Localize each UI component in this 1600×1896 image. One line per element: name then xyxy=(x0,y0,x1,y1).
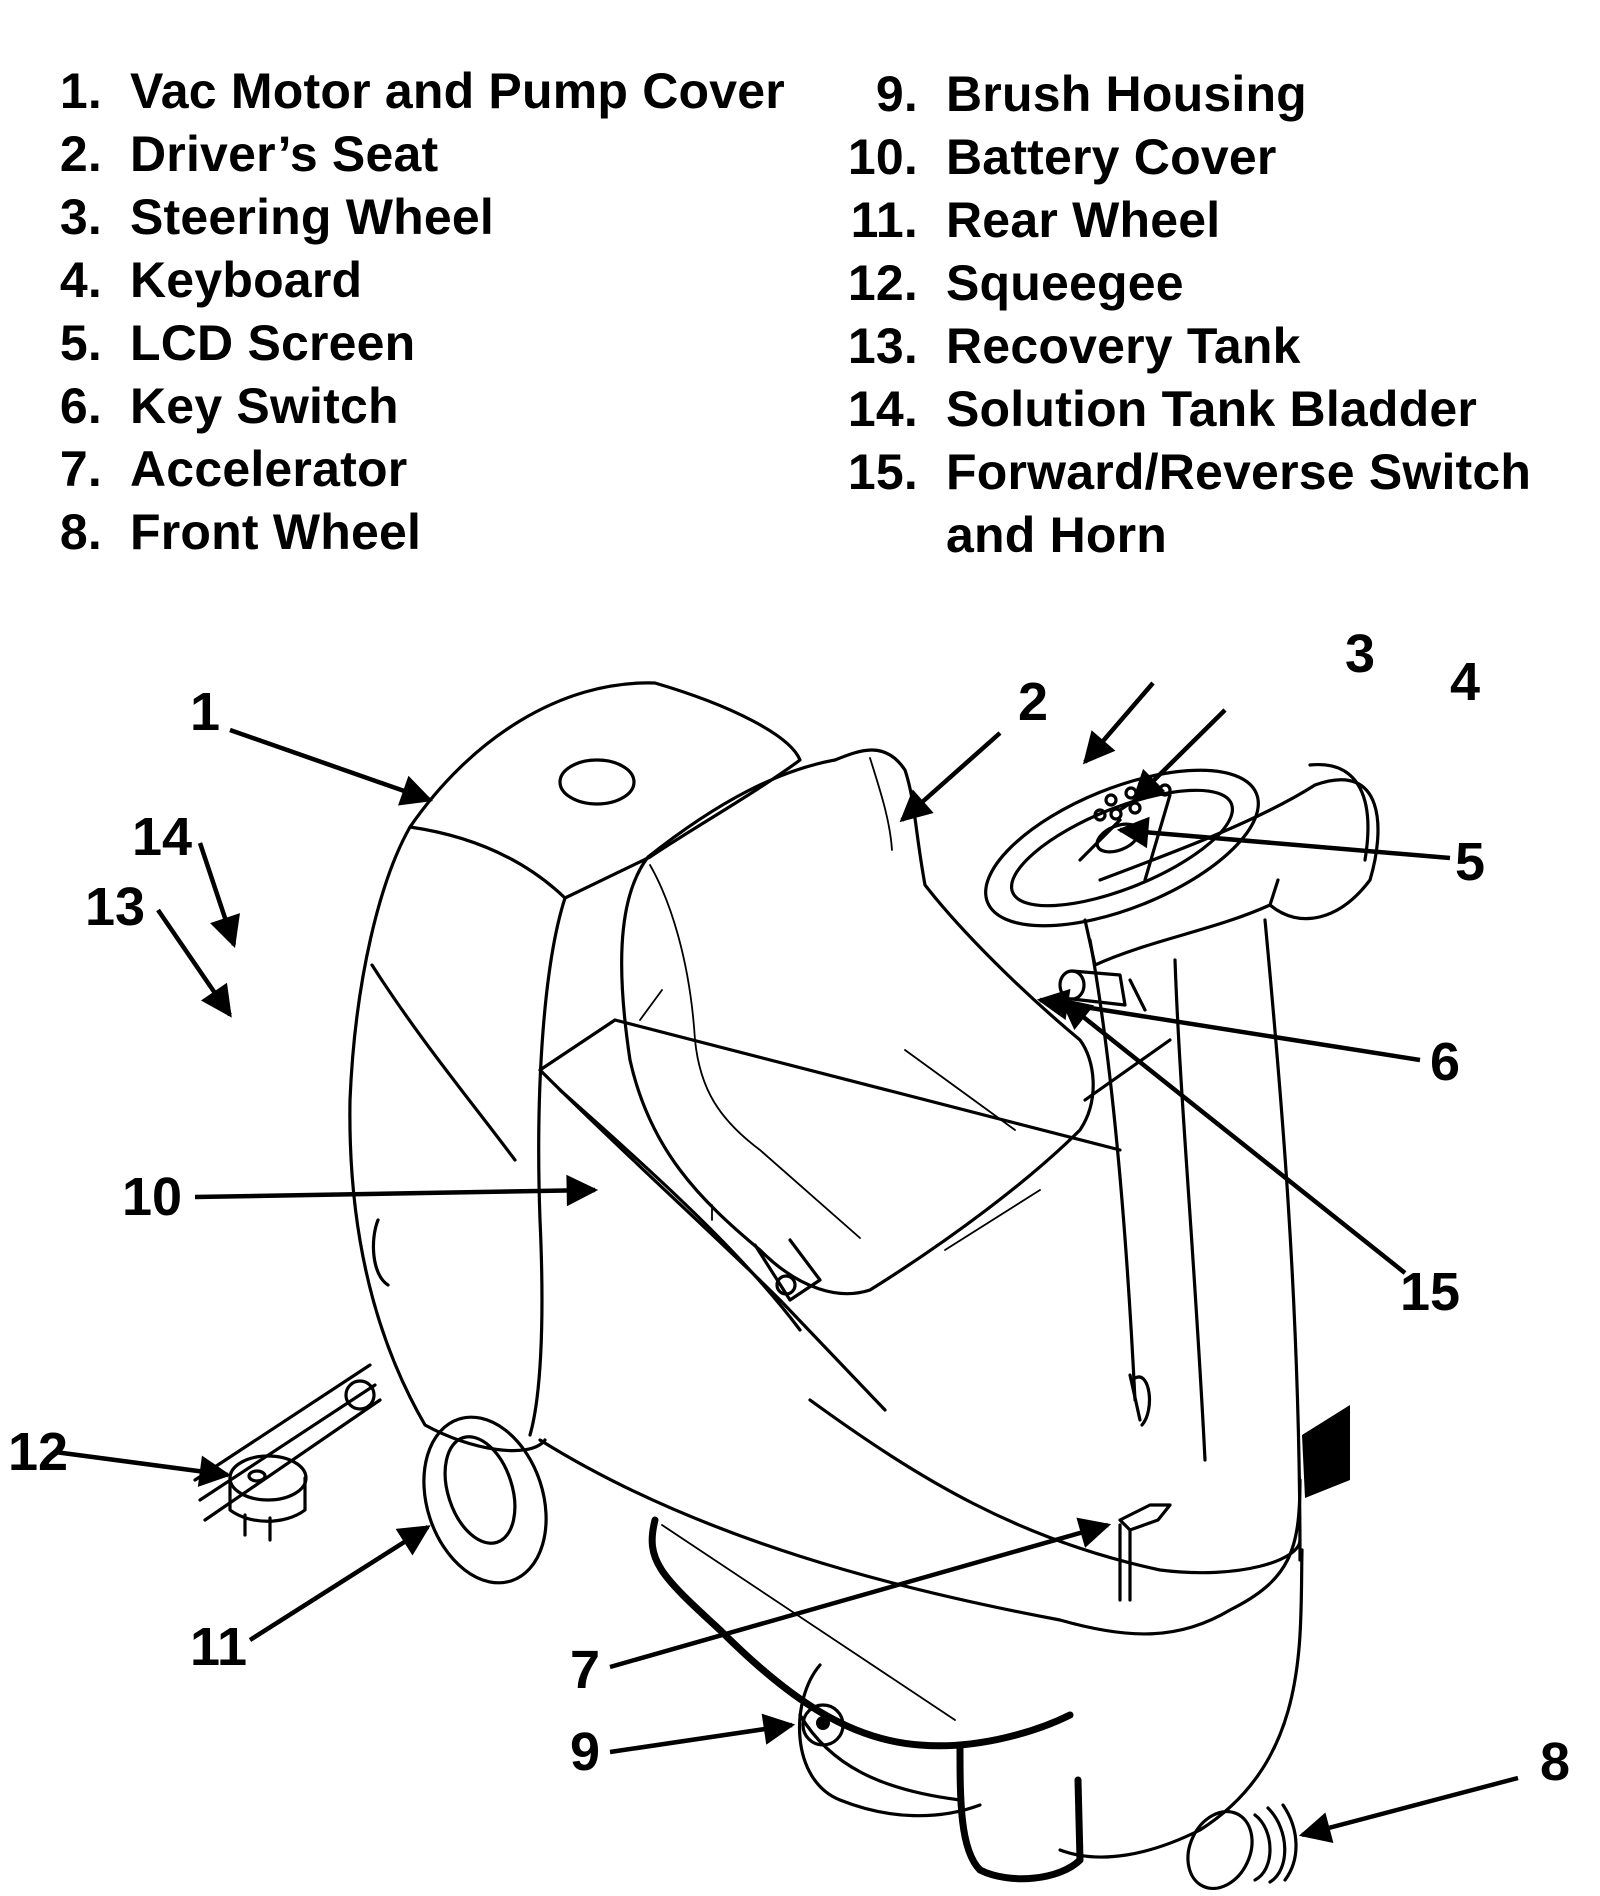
legend-label: Battery Cover xyxy=(946,129,1277,185)
legend-right-column: 9.Brush Housing 10.Battery Cover 11.Rear… xyxy=(838,63,1531,567)
brush-housing xyxy=(797,1663,982,1818)
legend-label: LCD Screen xyxy=(130,315,416,371)
legend-item: 8.Front Wheel xyxy=(56,501,785,564)
legend-item: 2.Driver’s Seat xyxy=(56,123,785,186)
callout-8: 8 xyxy=(1540,1732,1570,1792)
leader-7 xyxy=(609,1517,1112,1670)
front-housing xyxy=(538,1438,1302,1636)
leader-13 xyxy=(156,908,232,1018)
seat-deck xyxy=(538,1018,1172,1412)
legend-label: Forward/Reverse Switch xyxy=(946,444,1532,500)
recovery-tank xyxy=(348,825,547,1453)
leader-9 xyxy=(609,1713,796,1755)
callout-13: 13 xyxy=(85,877,145,937)
legend-item: 13.Recovery Tank xyxy=(838,315,1531,378)
callout-15: 15 xyxy=(1400,1262,1460,1322)
legend-item: 1.Vac Motor and Pump Cover xyxy=(56,60,785,123)
legend-label: Front Wheel xyxy=(130,504,422,560)
vac-motor-cover xyxy=(408,681,802,900)
legend-item: 6.Key Switch xyxy=(56,375,785,438)
legend-left-column: 1.Vac Motor and Pump Cover 2.Driver’s Se… xyxy=(56,60,785,564)
leader-1 xyxy=(229,727,433,806)
legend-item: 12.Squeegee xyxy=(838,252,1531,315)
leader-14 xyxy=(197,842,240,948)
legend-label: Keyboard xyxy=(130,252,363,308)
callout-9: 9 xyxy=(570,1722,600,1782)
callout-12: 12 xyxy=(8,1422,68,1482)
leader-6 xyxy=(1036,988,1421,1063)
legend-item: 10.Battery Cover xyxy=(838,126,1531,189)
leader-4 xyxy=(1131,708,1227,803)
leader-5 xyxy=(1116,816,1451,861)
callout-2: 2 xyxy=(1018,672,1048,732)
legend-item: 7.Accelerator xyxy=(56,438,785,501)
legend-label: Recovery Tank xyxy=(946,318,1301,374)
legend-item: 3.Steering Wheel xyxy=(56,186,785,249)
steering-column xyxy=(1088,918,1302,1562)
legend-label: Vac Motor and Pump Cover xyxy=(130,63,785,119)
legend-label: Key Switch xyxy=(130,378,399,434)
machine-body xyxy=(193,681,1380,1891)
callout-1: 1 xyxy=(190,682,220,742)
legend-item: 4.Keyboard xyxy=(56,249,785,312)
leader-10 xyxy=(194,1174,599,1207)
leader-3 xyxy=(1082,681,1155,765)
callout-6: 6 xyxy=(1430,1032,1460,1092)
legend-label: and Horn xyxy=(946,507,1168,563)
callout-14: 14 xyxy=(132,807,192,867)
leader-2 xyxy=(899,731,1002,823)
squeegee xyxy=(193,1363,382,1542)
rear-wheel xyxy=(422,1415,548,1585)
legend-item-continuation: and Horn xyxy=(838,504,1531,567)
callout-leaders xyxy=(54,681,1519,1843)
leader-11 xyxy=(248,1525,431,1642)
callout-numbers: 1 2 3 4 5 6 7 8 9 10 11 12 13 14 15 xyxy=(8,624,1570,1792)
legend-label: Driver’s Seat xyxy=(130,126,439,182)
legend-label: Rear Wheel xyxy=(946,192,1221,248)
callout-7: 7 xyxy=(570,1640,600,1700)
steering-wheel xyxy=(984,768,1260,928)
leader-15 xyxy=(1059,998,1407,1275)
front-wheel xyxy=(1186,1803,1298,1891)
legend-label: Steering Wheel xyxy=(130,189,494,245)
callout-3: 3 xyxy=(1345,624,1375,684)
legend-label: Brush Housing xyxy=(946,66,1307,122)
legend-item: 5.LCD Screen xyxy=(56,312,785,375)
callout-10: 10 xyxy=(122,1167,182,1227)
leader-8 xyxy=(1298,1775,1519,1843)
callout-11: 11 xyxy=(190,1617,247,1677)
accelerator-pedal xyxy=(1118,1503,1172,1602)
callout-4: 4 xyxy=(1450,652,1480,712)
legend-item: 15.Forward/Reverse Switch xyxy=(838,441,1531,504)
cover-cap xyxy=(558,758,636,806)
legend-item: 9.Brush Housing xyxy=(838,63,1531,126)
drivers-seat xyxy=(620,748,1095,1296)
bumper-handle xyxy=(648,1516,1084,1883)
legend-label: Squeegee xyxy=(946,255,1184,311)
legend-label: Accelerator xyxy=(130,441,408,497)
leader-12 xyxy=(54,1449,232,1487)
legend-label: Solution Tank Bladder xyxy=(946,381,1478,437)
legend-item: 14.Solution Tank Bladder xyxy=(838,378,1531,441)
callout-5: 5 xyxy=(1455,832,1485,892)
legend-item: 11.Rear Wheel xyxy=(838,189,1531,252)
column-decal xyxy=(1302,1405,1350,1498)
